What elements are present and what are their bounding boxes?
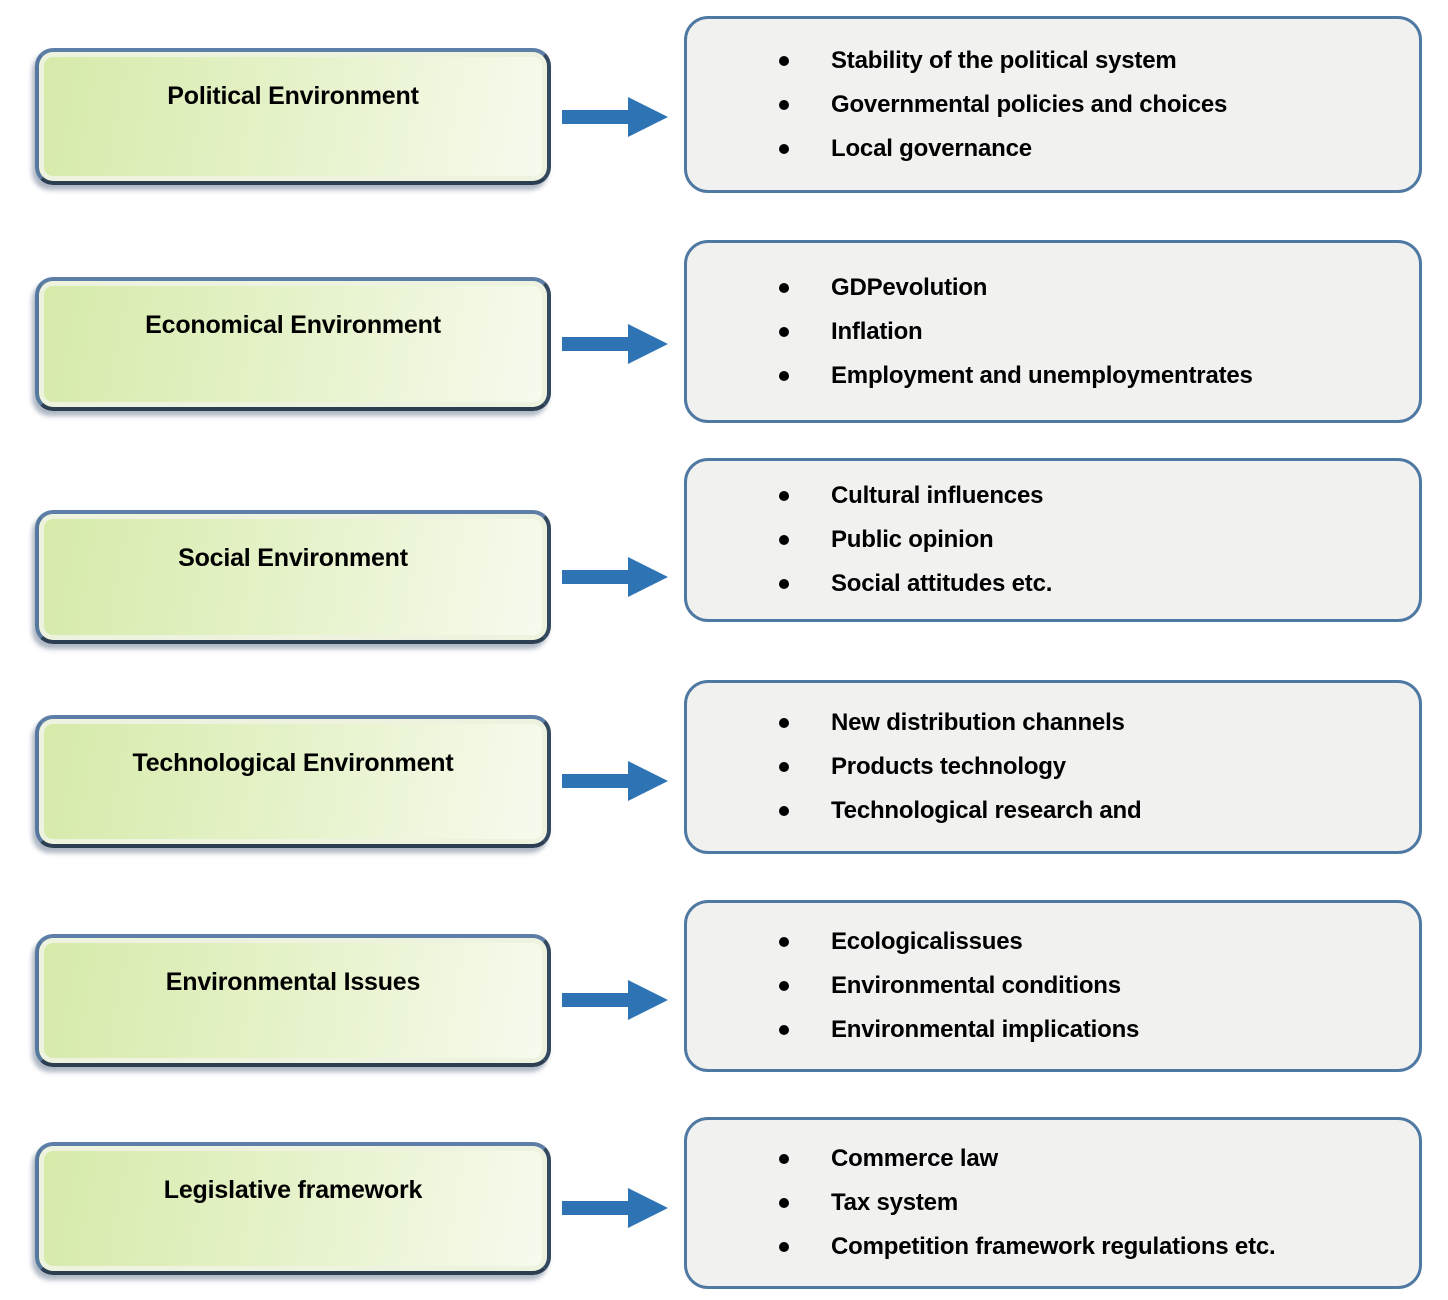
bullet-text: Tax system [831, 1189, 958, 1216]
arrow-icon [562, 1188, 668, 1228]
bullet-icon [779, 282, 789, 293]
bullet-text: Competition framework regulations etc. [831, 1233, 1276, 1260]
detail-box-economical: GDPevolution Inflation Employment and un… [684, 240, 1422, 423]
arrow-icon [562, 324, 668, 364]
arrow-icon [562, 761, 668, 801]
bullet-item: Commerce law [779, 1145, 1399, 1173]
category-label: Economical Environment [145, 311, 441, 339]
category-box-political: Political Environment [35, 48, 551, 185]
category-label: Political Environment [167, 82, 419, 110]
bullet-text: Products technology [831, 753, 1066, 780]
bullet-icon [779, 326, 789, 337]
bullet-item: Public opinion [779, 526, 1399, 554]
bullet-text: Cultural influences [831, 482, 1044, 509]
bullet-item: New distribution channels [779, 709, 1399, 737]
bullet-item: Cultural influences [779, 482, 1399, 510]
category-label: Technological Environment [132, 749, 454, 777]
arrow-icon [562, 557, 668, 597]
bullet-item: Governmental policies and choices [779, 91, 1399, 119]
detail-box-social: Cultural influences Public opinion Socia… [684, 458, 1422, 622]
bullet-icon [779, 1242, 789, 1252]
bullet-item: Technological research and [779, 797, 1399, 825]
bullet-text: New distribution channels [831, 709, 1125, 736]
category-box-social: Social Environment [35, 510, 551, 644]
bullet-icon [779, 143, 789, 154]
category-label: Environmental Issues [165, 968, 421, 996]
category-box-economical: Economical Environment [35, 277, 551, 411]
bullet-icon [779, 806, 789, 816]
bullet-item: Social attitudes etc. [779, 570, 1399, 598]
bullet-item: Environmental implications [779, 1016, 1399, 1044]
bullet-text: Public opinion [831, 526, 994, 553]
bullet-icon [779, 1025, 789, 1035]
bullet-item: Products technology [779, 753, 1399, 781]
bullet-text: Stability of the political system [831, 46, 1177, 74]
bullet-icon [779, 937, 789, 947]
bullet-icon [779, 370, 789, 381]
category-label: Social Environment [178, 544, 408, 572]
detail-box-political: Stability of the political system Govern… [684, 16, 1422, 193]
bullet-item: Stability of the political system [779, 47, 1399, 75]
bullet-text: Ecologicalissues [831, 928, 1023, 955]
category-box-technological: Technological Environment [35, 715, 551, 848]
bullet-icon [779, 1198, 789, 1208]
arrow-icon [562, 97, 668, 137]
bullet-icon [779, 491, 789, 501]
detail-box-technological: New distribution channels Products techn… [684, 680, 1422, 854]
bullet-text: Social attitudes etc. [831, 570, 1053, 597]
bullet-item: Local governance [779, 135, 1399, 163]
detail-box-environmental: Ecologicalissues Environmental condition… [684, 900, 1422, 1072]
bullet-icon [779, 981, 789, 991]
bullet-text: Environmental implications [831, 1016, 1140, 1043]
bullet-icon [779, 99, 789, 110]
bullet-icon [779, 762, 789, 772]
bullet-text: Employment and unemploymentrates [831, 361, 1253, 389]
bullet-item: Ecologicalissues [779, 928, 1399, 956]
bullet-icon [779, 535, 789, 545]
arrow-icon [562, 980, 668, 1020]
bullet-item: GDPevolution [779, 274, 1399, 302]
bullet-icon [779, 579, 789, 589]
detail-box-legislative: Commerce law Tax system Competition fram… [684, 1117, 1422, 1289]
category-label: Legislative framework [163, 1176, 423, 1204]
category-box-environmental: Environmental Issues [35, 934, 551, 1067]
category-box-legislative: Legislative framework [35, 1142, 551, 1275]
bullet-text: Governmental policies and choices [831, 90, 1228, 118]
bullet-item: Employment and unemploymentrates [779, 362, 1399, 390]
bullet-text: Local governance [831, 134, 1032, 162]
bullet-item: Competition framework regulations etc. [779, 1233, 1399, 1261]
bullet-item: Environmental conditions [779, 972, 1399, 1000]
bullet-text: Commerce law [831, 1145, 999, 1172]
bullet-text: Environmental conditions [831, 972, 1121, 999]
bullet-text: GDPevolution [831, 273, 988, 301]
bullet-text: Inflation [831, 317, 923, 345]
bullet-item: Tax system [779, 1189, 1399, 1217]
bullet-icon [779, 718, 789, 728]
bullet-text: Technological research and [831, 797, 1142, 824]
bullet-icon [779, 1154, 789, 1164]
bullet-icon [779, 55, 789, 66]
bullet-item: Inflation [779, 318, 1399, 346]
